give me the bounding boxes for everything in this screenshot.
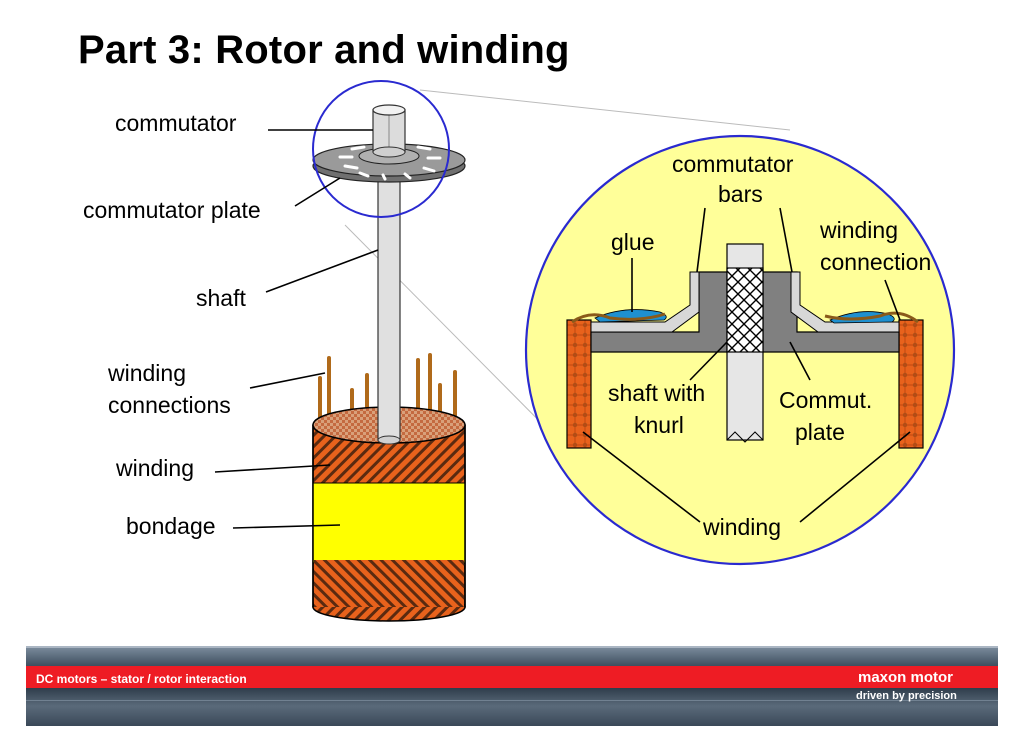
brand-logo-text: maxon motor <box>858 669 953 686</box>
commutator-assembly <box>312 104 466 183</box>
label-shaft: shaft <box>196 285 246 311</box>
label-commutator-plate: commutator plate <box>83 197 261 223</box>
detail-label-commut-plate-line2: plate <box>795 419 845 445</box>
detail-label-shaft-with-knurl-line2: knurl <box>634 412 684 438</box>
detail-winding-right <box>898 319 924 449</box>
shaft-rod <box>377 159 401 445</box>
label-winding-connections-line1: winding <box>107 360 186 386</box>
detail-label-glue: glue <box>611 229 654 255</box>
footer-red-stripe <box>26 666 998 688</box>
detail-label-winding-connection-line1: winding <box>819 217 898 243</box>
footer-bar: DC motors – stator / rotor interaction m… <box>26 646 998 726</box>
footer-caption: DC motors – stator / rotor interaction <box>36 672 247 686</box>
zoom-marker-circle <box>312 80 450 218</box>
label-bondage: bondage <box>126 513 216 539</box>
detail-bar-right <box>790 271 900 333</box>
bondage-band <box>312 482 466 564</box>
rotor-cylinder <box>312 406 466 622</box>
label-winding-connections-line2: connections <box>108 392 231 418</box>
label-leader-lines <box>214 129 379 529</box>
detail-knurl <box>726 267 764 353</box>
page-title: Part 3: Rotor and winding <box>78 28 570 72</box>
detail-label-winding: winding <box>702 514 781 540</box>
detail-bar-left <box>590 271 700 333</box>
detail-label-commutator-bars-line1: commutator <box>672 151 794 177</box>
label-commutator: commutator <box>115 110 237 136</box>
brand-tagline: driven by precision <box>856 690 957 702</box>
detail-label-commut-plate-line1: Commut. <box>779 387 872 413</box>
detail-label-winding-connection-line2: connection <box>820 249 931 275</box>
detail-winding-left <box>566 319 592 449</box>
label-winding: winding <box>115 455 194 481</box>
detail-label-shaft-with-knurl-line1: shaft with <box>608 380 705 406</box>
detail-label-commutator-bars-line2: bars <box>718 181 763 207</box>
detail-view: commutator bars glue winding connection … <box>524 134 956 566</box>
